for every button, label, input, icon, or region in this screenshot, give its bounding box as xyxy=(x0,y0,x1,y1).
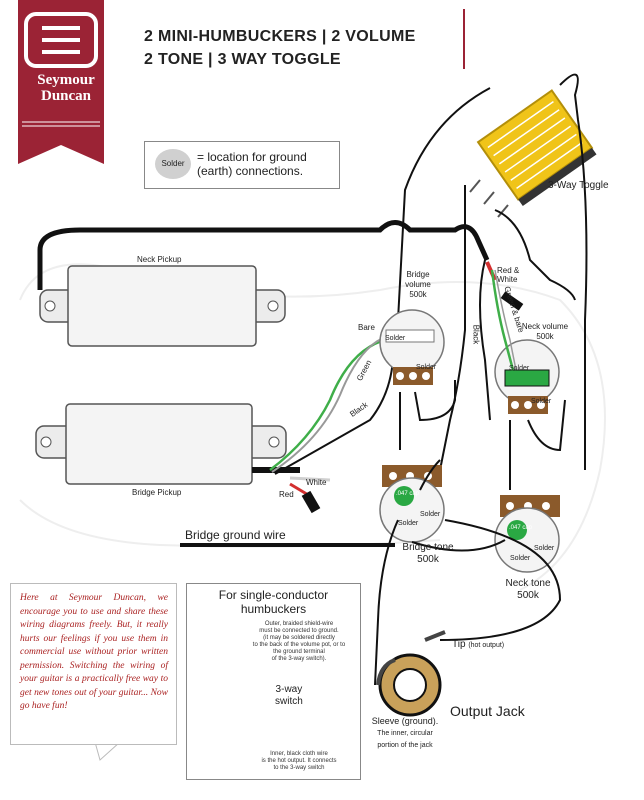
neck-pickup-label: Neck Pickup xyxy=(137,255,182,264)
bridge-tone-line2: 500k xyxy=(417,554,439,565)
shield-note-line: must be connected to ground. xyxy=(259,628,339,634)
solder-mark: Solder xyxy=(398,520,419,527)
jack-sleeve-label: Sleeve (ground). The inner, circular por… xyxy=(360,716,450,751)
wire-sleeve xyxy=(374,519,399,686)
neck-tone-pot xyxy=(494,495,560,573)
solder-mark: Solder xyxy=(420,511,441,518)
jack-title: Output Jack xyxy=(450,703,525,719)
bridge-volume-line2: volume xyxy=(405,280,431,289)
main-cable xyxy=(37,220,490,290)
wire-toggle-left xyxy=(397,87,491,321)
bridge-volume-pot xyxy=(379,309,445,385)
neck-volume-label: Neck volume 500k xyxy=(515,322,575,342)
page-title-line1: 2 MINI-HUMBUCKERS | 2 VOLUME xyxy=(144,28,416,45)
solder-legend: Solder = location for ground (earth) con… xyxy=(144,141,340,189)
neck-volume-line2: 500k xyxy=(536,332,554,341)
toggle-switch xyxy=(469,89,597,218)
wire-label-black-neck: Black xyxy=(471,324,481,345)
inset-panel: For single-conductor humbuckers Outer, b… xyxy=(186,583,361,780)
bridge-cap-label: .047 cap xyxy=(396,491,420,497)
shield-note-line: Outer, braided shield-wire xyxy=(264,621,334,627)
jack-tip: Tip xyxy=(452,639,466,650)
legend-text: = location for ground (earth) connection… xyxy=(197,150,307,178)
output-jack xyxy=(376,630,446,717)
bridge-tone-line1: Bridge tone xyxy=(402,542,454,553)
inset-switch-label: 3-way switch xyxy=(275,684,303,708)
wire-label-bare: Bare xyxy=(358,323,375,332)
wire-black-bridge xyxy=(274,359,394,475)
wire-green xyxy=(269,338,386,471)
jack-sleeve-line1: Sleeve (ground). xyxy=(371,716,439,726)
jack-tip-note: (hot output) xyxy=(468,642,505,649)
neck-tone-line1: Neck tone xyxy=(505,578,551,589)
shield-note-line: of the 3-way switch). xyxy=(271,656,327,662)
brand-name-line1: Seymour xyxy=(37,72,95,88)
wire-pot-links xyxy=(399,380,566,552)
toggle-label: 3-Way Toggle xyxy=(548,180,609,191)
page-title-line2: 2 TONE | 3 WAY TOGGLE xyxy=(144,51,341,68)
inset-title-line1: For single-conductor xyxy=(218,588,329,602)
solder-mark: Solder xyxy=(510,555,531,562)
wire-label-red: Red xyxy=(279,490,294,499)
solder-mark: Solder xyxy=(416,364,437,371)
bridge-tone-label: Bridge tone 500k xyxy=(398,542,458,566)
switch-line2: switch xyxy=(275,696,303,707)
solder-mark: Solder xyxy=(531,398,552,405)
usage-note-text: Here at Seymour Duncan, we encourage you… xyxy=(20,593,168,711)
jack-tip-label: Tip (hot output) xyxy=(452,639,504,650)
inset-title: For single-conductor humbuckers xyxy=(187,588,360,616)
hot-note-line: Inner, black cloth wire xyxy=(270,751,328,757)
shield-note-line: (it may be soldered directly xyxy=(263,635,335,641)
wire-toggle-bottom xyxy=(439,185,466,471)
hot-note-line: is the hot output. It connects xyxy=(261,758,337,764)
wire-tape xyxy=(301,490,321,514)
solder-mark: Solder xyxy=(385,335,406,342)
hot-note-line: to the 3-way switch xyxy=(273,765,325,771)
brand-name-line2: Duncan xyxy=(40,88,92,104)
inset-title-line2: humbuckers xyxy=(240,602,307,616)
wire-label-red-white: Red & White xyxy=(497,266,520,284)
usage-note: Here at Seymour Duncan, we encourage you… xyxy=(10,583,177,745)
bridge-volume-line1: Bridge xyxy=(406,270,430,279)
bridge-volume-label: Bridge volume 500k xyxy=(398,270,438,300)
neck-pickup xyxy=(39,265,286,347)
bridge-tone-pot xyxy=(379,465,445,543)
wire-white xyxy=(289,476,331,482)
neck-tone-label: Neck tone 500k xyxy=(498,578,558,602)
legend-line1: = location for ground xyxy=(197,150,307,164)
wire-label-white: White xyxy=(306,478,327,487)
jack-sleeve-line2: The inner, circular xyxy=(377,730,433,737)
wire-tip xyxy=(439,519,562,641)
solder-mark: Solder xyxy=(509,365,530,372)
neck-volume-line1: Neck volume xyxy=(521,322,569,331)
shield-note-line: to the back of the volume pot, or to xyxy=(252,642,346,648)
wire-green-bare xyxy=(490,269,515,371)
wire-toggle-ground xyxy=(494,209,576,301)
legend-line2: (earth) connections. xyxy=(197,164,304,178)
inset-shield-note: Outer, braided shield-wire must be conne… xyxy=(239,621,359,663)
solder-badge: Solder xyxy=(155,149,191,179)
switch-line1: 3-way xyxy=(275,684,303,695)
wire-black-neck xyxy=(479,259,491,421)
jack-sleeve-line3: portion of the jack xyxy=(377,742,433,749)
neck-cap-label: .047 cap xyxy=(509,525,533,531)
inset-hot-note: Inner, black cloth wire is the hot outpu… xyxy=(239,751,359,772)
bridge-pickup-label: Bridge Pickup xyxy=(132,488,182,497)
shield-note-line: the ground terminal xyxy=(273,649,325,655)
bridge-pickup xyxy=(35,403,287,485)
neck-volume-pot xyxy=(494,339,560,414)
bridge-ground-label: Bridge ground wire xyxy=(185,528,286,542)
solder-mark: Solder xyxy=(534,545,555,552)
wire-toggle-right xyxy=(559,73,588,470)
neck-tone-line2: 500k xyxy=(517,590,539,601)
title-divider xyxy=(463,9,465,69)
wire-bare xyxy=(271,335,389,473)
brand-logo xyxy=(18,0,104,164)
bridge-volume-line3: 500k xyxy=(409,290,427,299)
